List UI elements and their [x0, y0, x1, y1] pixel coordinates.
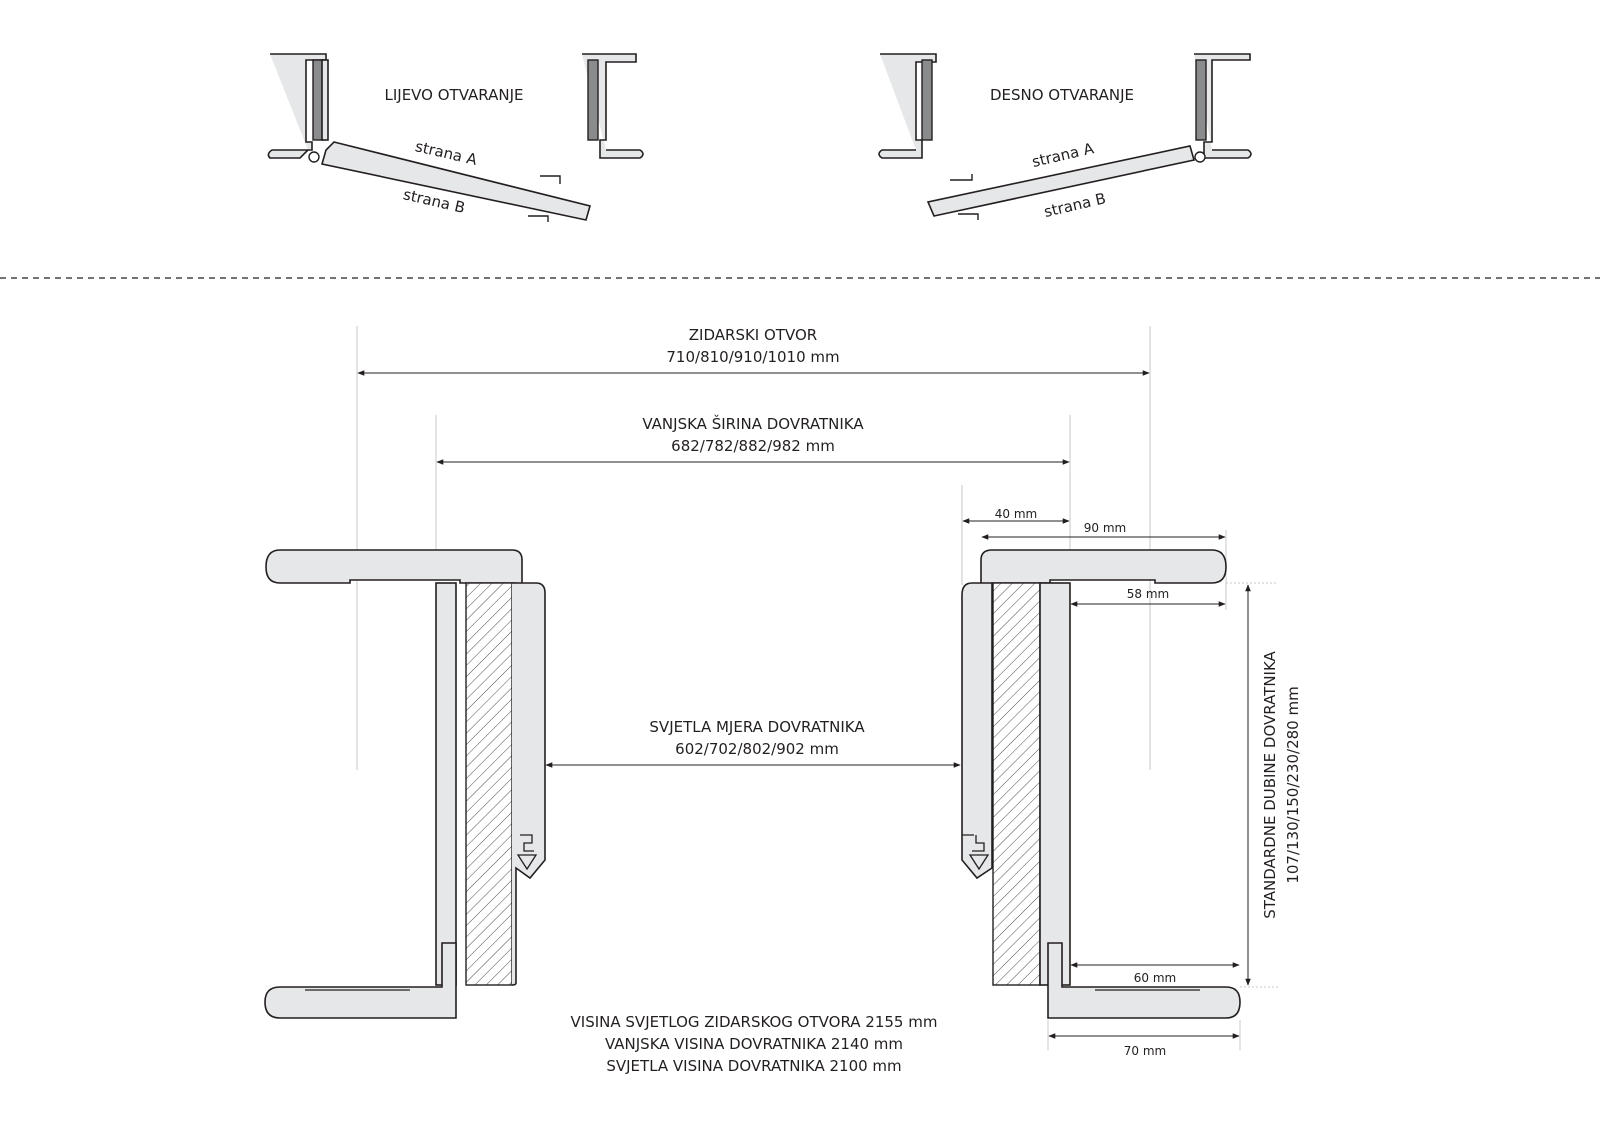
dim-70-label: 70 mm	[1124, 1044, 1166, 1058]
dim-90-label: 90 mm	[1084, 521, 1126, 535]
depth-title: STANDARDNE DUBINE DOVRATNIKA	[1261, 650, 1279, 918]
height-line-3: SVJETLA VISINA DOVRATNIKA 2100 mm	[606, 1057, 901, 1075]
dim-58-label: 58 mm	[1127, 587, 1169, 601]
left-frame-section	[264, 549, 546, 1019]
right-opening-title: DESNO OTVARANJE	[990, 86, 1134, 104]
masonry-opening-values: 710/810/910/1010 mm	[666, 348, 839, 366]
depth-values: 107/130/150/230/280 mm	[1284, 686, 1302, 883]
outer-width-values: 682/782/882/982 mm	[671, 437, 835, 455]
dim-60-label: 60 mm	[1134, 971, 1176, 985]
clear-width-title: SVJETLA MJERA DOVRATNIKA	[649, 718, 865, 736]
left-opening-diagram: LIJEVO OTVARANJE strana A strana B	[267, 53, 644, 222]
clear-width-values: 602/702/802/902 mm	[675, 740, 839, 758]
right-opening-diagram: DESNO OTVARANJE strana A strana B	[878, 53, 1252, 221]
height-line-1: VISINA SVJETLOG ZIDARSKOG OTVORA 2155 mm	[571, 1013, 938, 1031]
right-side-a-label: strana A	[1030, 139, 1096, 171]
masonry-opening-title: ZIDARSKI OTVOR	[689, 326, 817, 344]
outer-width-title: VANJSKA ŠIRINA DOVRATNIKA	[642, 414, 864, 433]
dim-40-label: 40 mm	[995, 507, 1037, 521]
right-frame-section	[961, 549, 1241, 1019]
left-opening-title: LIJEVO OTVARANJE	[385, 86, 524, 104]
right-side-b-label: strana B	[1042, 189, 1107, 221]
height-line-2: VANJSKA VISINA DOVRATNIKA 2140 mm	[605, 1035, 903, 1053]
guide-lines	[356, 326, 1278, 1050]
